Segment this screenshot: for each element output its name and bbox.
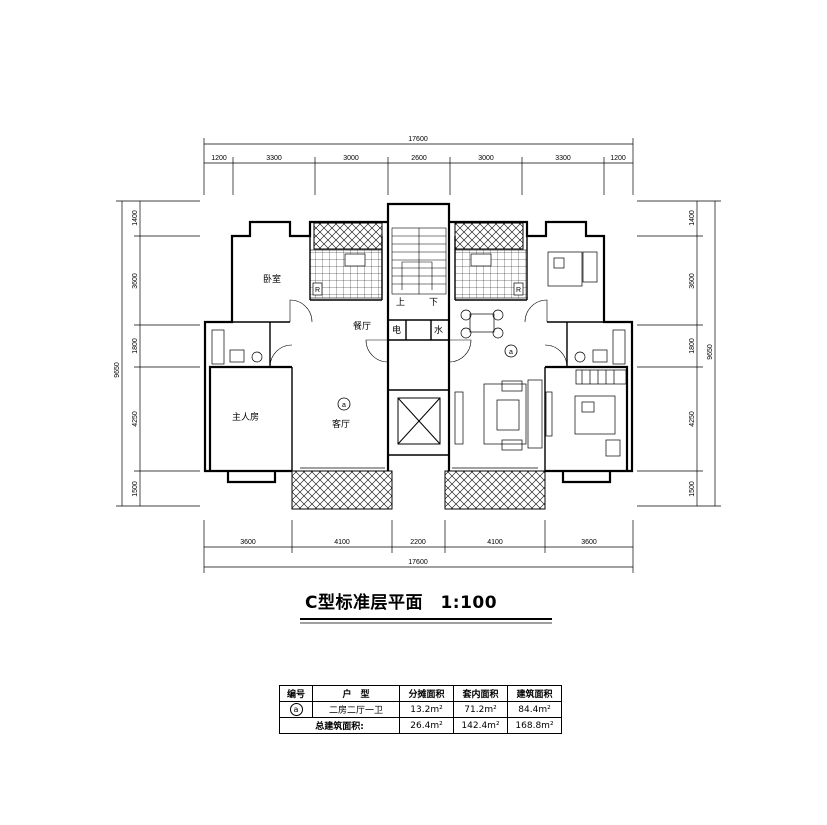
header-cell: 分摊面积 <box>399 685 454 702</box>
stairs-up-label: 上 <box>396 297 405 308</box>
unit-marker-right <box>504 344 518 358</box>
header-cell: 套内面积 <box>453 685 508 702</box>
left-total-dimension: 9650 <box>114 362 121 378</box>
building-area-cell: 84.4m² <box>507 701 562 718</box>
bottom-dimension-lines <box>203 520 634 573</box>
right-total-dimension: 9650 <box>707 344 714 360</box>
left-segment-dimension: 4250 <box>132 411 139 427</box>
area-table-total-row: 总建筑面积: 26.4m² 142.4m² 168.8m² <box>279 717 562 734</box>
total-building-cell: 168.8m² <box>507 717 562 734</box>
bottom-total-dimension: 17600 <box>408 559 428 566</box>
sofa-set <box>454 379 553 451</box>
top-segment-dimension: 2600 <box>411 155 427 162</box>
shared-area-cell: 13.2m² <box>399 701 454 718</box>
kitchen-fixtures <box>312 253 524 296</box>
exterior-walls <box>203 202 634 484</box>
drawing-title: C型标准层平面 1:100 <box>305 593 498 613</box>
top-dimension-lines <box>203 138 634 195</box>
elevator <box>397 397 441 445</box>
right-bathroom-fixtures <box>574 329 626 365</box>
left-segment-dimension: 1400 <box>132 210 139 226</box>
right-segment-dimension: 1800 <box>689 338 696 354</box>
area-table-row: a 二房二厅一卫 13.2m² 71.2m² 84.4m² <box>279 701 562 718</box>
unit-id-marker: a <box>289 703 303 716</box>
electric-room-label: 电 <box>392 324 401 336</box>
right-fridge-label: R <box>516 287 521 294</box>
unit-type-cell: 二房二厅一卫 <box>312 701 400 718</box>
top-segment-dimension: 3000 <box>343 155 359 162</box>
top-right-balcony <box>454 222 524 250</box>
water-room-label: 水 <box>434 324 443 336</box>
unit-marker-left-label: a <box>342 402 346 409</box>
bedroom-label: 卧室 <box>263 273 281 285</box>
top-segment-dimension: 3300 <box>555 155 571 162</box>
right-segment-dimension: 3600 <box>689 273 696 289</box>
interior-walls <box>232 236 604 471</box>
left-bathroom-fixtures <box>211 329 263 365</box>
unit-marker-left <box>337 397 351 411</box>
bottom-right-balcony <box>444 470 546 510</box>
dining-table <box>460 309 504 339</box>
unit-marker-right-label: a <box>509 349 513 356</box>
dining-label: 餐厅 <box>353 320 371 332</box>
top-total-dimension: 17600 <box>408 136 428 143</box>
header-cell: 编号 <box>279 685 313 702</box>
top-segment-dimension: 1200 <box>211 155 227 162</box>
left-fridge-label: R <box>315 287 320 294</box>
left-segment-dimension: 1500 <box>132 481 139 497</box>
right-segment-dimension: 1400 <box>689 210 696 226</box>
inner-area-cell: 71.2m² <box>453 701 508 718</box>
stairs-down-label: 下 <box>429 298 438 308</box>
header-cell: 户 型 <box>312 685 400 702</box>
total-label-cell: 总建筑面积: <box>279 717 400 734</box>
bottom-segment-dimension: 3600 <box>240 539 256 546</box>
master-bedroom-label: 主人房 <box>232 411 259 423</box>
right-segment-dimension: 4250 <box>689 411 696 427</box>
right-master-bed <box>574 395 621 457</box>
staircase <box>391 227 447 295</box>
right-dimension-lines <box>637 200 721 507</box>
living-label: 客厅 <box>332 418 350 430</box>
right-bedroom-bed <box>547 251 598 287</box>
top-segment-dimension: 1200 <box>610 155 626 162</box>
unit-id-cell: a <box>279 701 313 718</box>
bottom-segment-dimension: 2200 <box>410 539 426 546</box>
header-cell: 建筑面积 <box>507 685 562 702</box>
bottom-segment-dimension: 3600 <box>581 539 597 546</box>
area-table-header: 编号 户 型 分摊面积 套内面积 建筑面积 <box>279 685 562 702</box>
bottom-left-balcony <box>291 470 393 510</box>
top-segment-dimension: 3000 <box>478 155 494 162</box>
area-table: 编号 户 型 分摊面积 套内面积 建筑面积 a 二房二厅一卫 13.2m² 71… <box>279 685 562 734</box>
left-segment-dimension: 3600 <box>132 273 139 289</box>
left-dimension-lines <box>116 200 200 507</box>
sliding-doors <box>300 467 538 472</box>
bottom-segment-dimension: 4100 <box>334 539 350 546</box>
top-left-balcony <box>313 222 383 250</box>
wardrobe <box>575 369 627 385</box>
door-swings <box>269 299 568 368</box>
top-segment-dimension: 3300 <box>266 155 282 162</box>
left-segment-dimension: 1800 <box>132 338 139 354</box>
right-segment-dimension: 1500 <box>689 481 696 497</box>
total-inner-cell: 142.4m² <box>453 717 508 734</box>
bottom-segment-dimension: 4100 <box>487 539 503 546</box>
total-shared-cell: 26.4m² <box>399 717 454 734</box>
